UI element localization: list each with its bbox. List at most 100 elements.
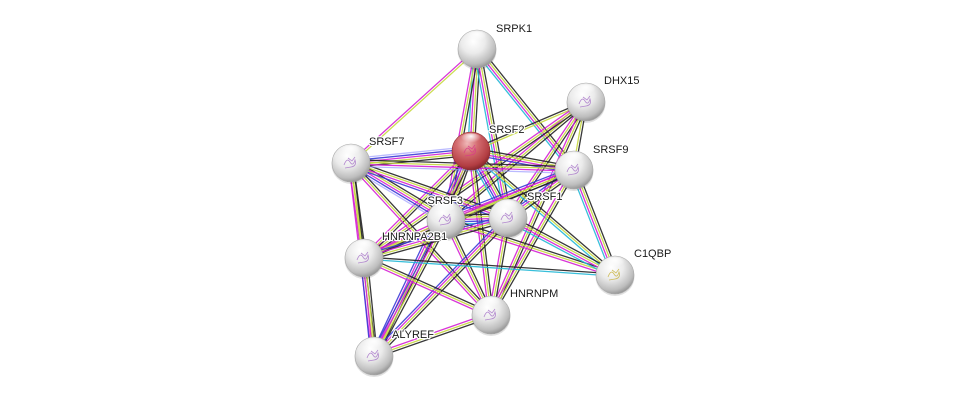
edge-line-textmining [477,48,510,218]
edge-line-textmining [374,220,448,357]
edge-line-coexpression [364,171,576,261]
edge-line-coexpression [479,48,512,218]
edge-line-coexpression [479,46,578,169]
node-c1qbp[interactable]: C1QBP [595,247,673,296]
edge-line-experiments [505,100,585,218]
edge-line-textmining [373,314,492,357]
edge-DHX15-SRSF2[interactable] [470,100,587,153]
node-label: SRSF3 [428,195,463,207]
edge-line-experiments [349,47,477,163]
edge-line-experiments [372,216,508,356]
edge-HNRNPA2B1-HNRNPM[interactable] [362,255,493,318]
node-srpk1[interactable]: SRPK1 [457,22,533,70]
edge-line-homology [370,149,469,355]
edge-line-coexpression [470,100,586,151]
node-label: C1QBP [634,248,671,260]
node-srsf2[interactable]: SRSF2 [451,123,526,172]
edge-SRPK1-SRSF1[interactable] [473,48,512,219]
edge-line-neighborhood [350,145,471,160]
edge-line-homology [350,148,471,162]
node-label: SRSF2 [489,124,524,136]
node-highlight [496,200,520,215]
edge-SRSF2-C1QBP[interactable] [469,148,617,278]
edge-line-coexpression [364,220,510,262]
edge-line-textmining [364,218,509,260]
edge-line-homology [444,166,574,218]
node-srsf9[interactable]: SRSF9 [554,143,630,191]
edge-SRSF1-ALYREF[interactable] [371,215,511,359]
edge-line-textmining [351,49,479,165]
edge-line-databases [473,49,506,219]
edge-line-coexpression [364,103,588,261]
node-highlight [434,202,458,217]
edge-SRSF9-HNRNPA2B1[interactable] [362,167,576,261]
edge-SRPK1-SRSF7[interactable] [349,47,479,165]
edge-line-experiments [475,49,508,219]
edge-HNRNPM-ALYREF[interactable] [373,312,492,359]
edge-line-coexpression [364,255,493,314]
node-hnrnpm[interactable]: HNRNPM [471,287,560,336]
edge-SRSF1-C1QBP[interactable] [506,214,617,279]
node-label: HNRNPM [510,288,558,300]
node-highlight [465,31,489,46]
edge-line-experiments [507,218,615,277]
edge-line-experiments [350,150,472,164]
edge-line-coexpression [492,170,577,317]
node-label: SRSF1 [527,191,562,203]
node-srsf1[interactable]: SRSF1 [488,190,564,239]
node-highlight [562,152,586,167]
edge-line-experiments [362,167,574,257]
edge-line-textmining [363,257,492,316]
edge-line-experiments [373,312,491,355]
node-srsf7[interactable]: SRSF7 [331,135,406,184]
edge-line-coexpression [374,316,492,359]
edge-line-coexpression [376,221,450,358]
edge-line-homology [371,215,507,355]
node-highlight [603,257,627,272]
node-label: ALYREF [392,329,434,341]
edge-line-coexpression [375,219,511,359]
edge-line-neighborhood [350,165,574,174]
node-highlight [362,338,386,353]
edge-line-experiments [363,216,508,258]
edge-line-experiments [362,259,491,318]
edge-line-textmining [470,150,492,316]
node-srsf3[interactable]: SRSF3 [426,194,466,241]
node-highlight [352,240,376,255]
node-hnrnpa2b1[interactable]: HNRNPA2B1 [344,230,448,279]
edge-line-experiments [348,164,490,317]
node-highlight [459,133,483,148]
edge-line-textmining [363,169,575,259]
edge-line-experiments [475,49,574,172]
edge-line-databases [469,152,614,278]
edge-line-coexpression [509,214,617,273]
edge-line-textmining [470,150,616,276]
edge-line-textmining [351,152,472,166]
edge-SRSF9-HNRNPM[interactable] [488,168,577,317]
edge-line-coexpression [352,161,494,314]
node-alyref[interactable]: ALYREF [354,328,436,377]
node-label: DHX15 [604,75,639,87]
edge-line-coexpression [364,256,616,275]
edge-line-textmining [508,216,616,275]
edge-line-textmining [471,102,587,153]
node-dhx15[interactable]: DHX15 [566,74,641,123]
node-highlight [339,145,363,160]
edge-line-textmining [477,47,576,170]
edge-line-coexpression [472,148,617,274]
edge-HNRNPA2B1-C1QBP[interactable] [363,256,616,277]
edge-line-textmining [507,101,587,219]
edge-line-textmining [363,150,472,259]
node-label: SRSF9 [593,144,628,156]
node-label: HNRNPA2B1 [382,231,447,243]
node-highlight [574,84,598,99]
edge-line-databases [506,220,614,279]
node-label: SRPK1 [496,23,532,35]
edge-line-experiments [488,168,573,315]
node-highlight [479,297,503,312]
edge-line-textmining [374,218,510,358]
node-label: SRSF7 [369,136,404,148]
edge-line-textmining [490,169,575,316]
